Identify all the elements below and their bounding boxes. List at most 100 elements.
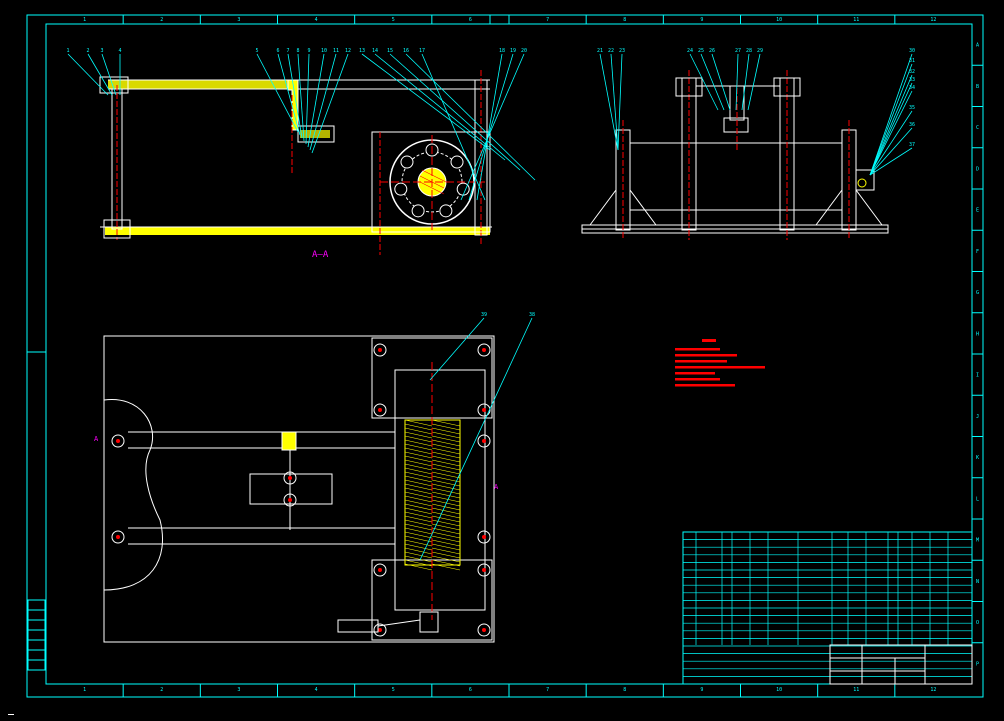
bolt-circle <box>477 563 491 577</box>
column-label: 7 <box>546 687 549 693</box>
row-label: O <box>976 620 979 626</box>
hatch-line <box>404 427 433 435</box>
balloon-number: 2 <box>86 48 89 54</box>
balloon-number: 23 <box>619 48 625 54</box>
hatch-line <box>431 455 461 463</box>
title-block <box>829 644 973 685</box>
balloon-number: 35 <box>909 105 915 111</box>
hatch-line <box>431 519 461 527</box>
column-label: 2 <box>160 17 163 23</box>
hatch-line <box>404 523 433 531</box>
hatch-line <box>404 455 433 463</box>
leader-line <box>309 53 337 151</box>
balloon-number: 39 <box>481 312 487 318</box>
column-label: 3 <box>237 17 240 23</box>
column-label: 6 <box>469 687 472 693</box>
bolt-circle <box>477 434 491 448</box>
row-label: K <box>976 455 979 461</box>
hatch-line <box>431 507 461 515</box>
row-ticks <box>972 64 983 644</box>
column-label: 5 <box>392 687 395 693</box>
row-label: H <box>976 331 979 337</box>
balloon-number: 15 <box>387 48 393 54</box>
bolt-circle <box>111 530 125 544</box>
hatch-line <box>404 443 433 451</box>
hatch-line <box>404 511 433 519</box>
hatch-line <box>431 503 461 511</box>
gear-housing <box>371 131 491 233</box>
hatch-line <box>431 527 461 535</box>
column-label: 2 <box>160 687 163 693</box>
balloon-number: 16 <box>403 48 409 54</box>
wheel-pocket <box>450 155 464 169</box>
hatch-line <box>431 467 461 475</box>
hatch-line <box>404 471 433 479</box>
leader-line <box>869 110 913 176</box>
balloon-number: 9 <box>307 48 310 54</box>
hatch-line <box>431 543 461 551</box>
bolt-center <box>288 498 292 502</box>
hatch-line <box>431 479 461 487</box>
hatch-line <box>404 503 433 511</box>
hatch-line <box>431 451 461 459</box>
row-label: N <box>976 579 979 585</box>
section-marker-right: A <box>494 483 499 491</box>
row-label: M <box>976 538 979 544</box>
hatch-line <box>404 483 433 491</box>
row-label: G <box>976 290 979 296</box>
row-label: P <box>976 661 979 667</box>
column-label: 12 <box>930 17 936 23</box>
column-label: 5 <box>392 17 395 23</box>
leader-line <box>419 317 533 561</box>
section-marker-left: A <box>94 435 99 443</box>
leader-line <box>741 53 750 111</box>
hatch-line <box>404 495 433 503</box>
balloon-number: 36 <box>909 122 915 128</box>
hatch-line <box>404 515 433 523</box>
bolt-center <box>482 439 486 443</box>
bolt-circle <box>477 343 491 357</box>
bolt-circle <box>373 343 387 357</box>
leader-line <box>287 53 303 139</box>
column-label: 8 <box>623 17 626 23</box>
column-label: 10 <box>776 17 782 23</box>
balloon-number: 6 <box>276 48 279 54</box>
leader-line <box>87 53 113 96</box>
hatch-line <box>404 451 433 459</box>
hatch-line <box>404 423 433 431</box>
hatch-line <box>431 547 461 555</box>
balloon-number: 38 <box>529 312 535 318</box>
hatch-line <box>431 475 461 483</box>
balloon-number: 8 <box>296 48 299 54</box>
row-label: A <box>976 43 979 49</box>
hatch-line <box>431 463 461 471</box>
wheel-pocket <box>400 155 414 169</box>
balloon-number: 37 <box>909 142 915 148</box>
hatch-line <box>431 431 461 439</box>
leader-line <box>374 53 506 161</box>
bolt-center <box>482 408 486 412</box>
column-label: 1 <box>83 17 86 23</box>
hatch-line <box>431 511 461 519</box>
bolt-center <box>116 535 120 539</box>
balloon-number: 24 <box>687 48 693 54</box>
bolt-center <box>482 568 486 572</box>
hatch-line <box>431 535 461 543</box>
hatch-line <box>431 523 461 531</box>
hatch-line <box>404 555 433 563</box>
column-label: 7 <box>546 17 549 23</box>
bolt-center <box>482 348 486 352</box>
balloon-number: 14 <box>372 48 378 54</box>
hatch-line <box>431 491 461 499</box>
leader-line <box>67 53 109 96</box>
bolt-circle <box>477 530 491 544</box>
leader-line <box>405 53 536 181</box>
leader-line <box>311 53 349 154</box>
bolt-center <box>378 408 382 412</box>
leader-line <box>711 53 731 111</box>
balloon-number: 33 <box>909 77 915 83</box>
hatch-line <box>404 487 433 495</box>
